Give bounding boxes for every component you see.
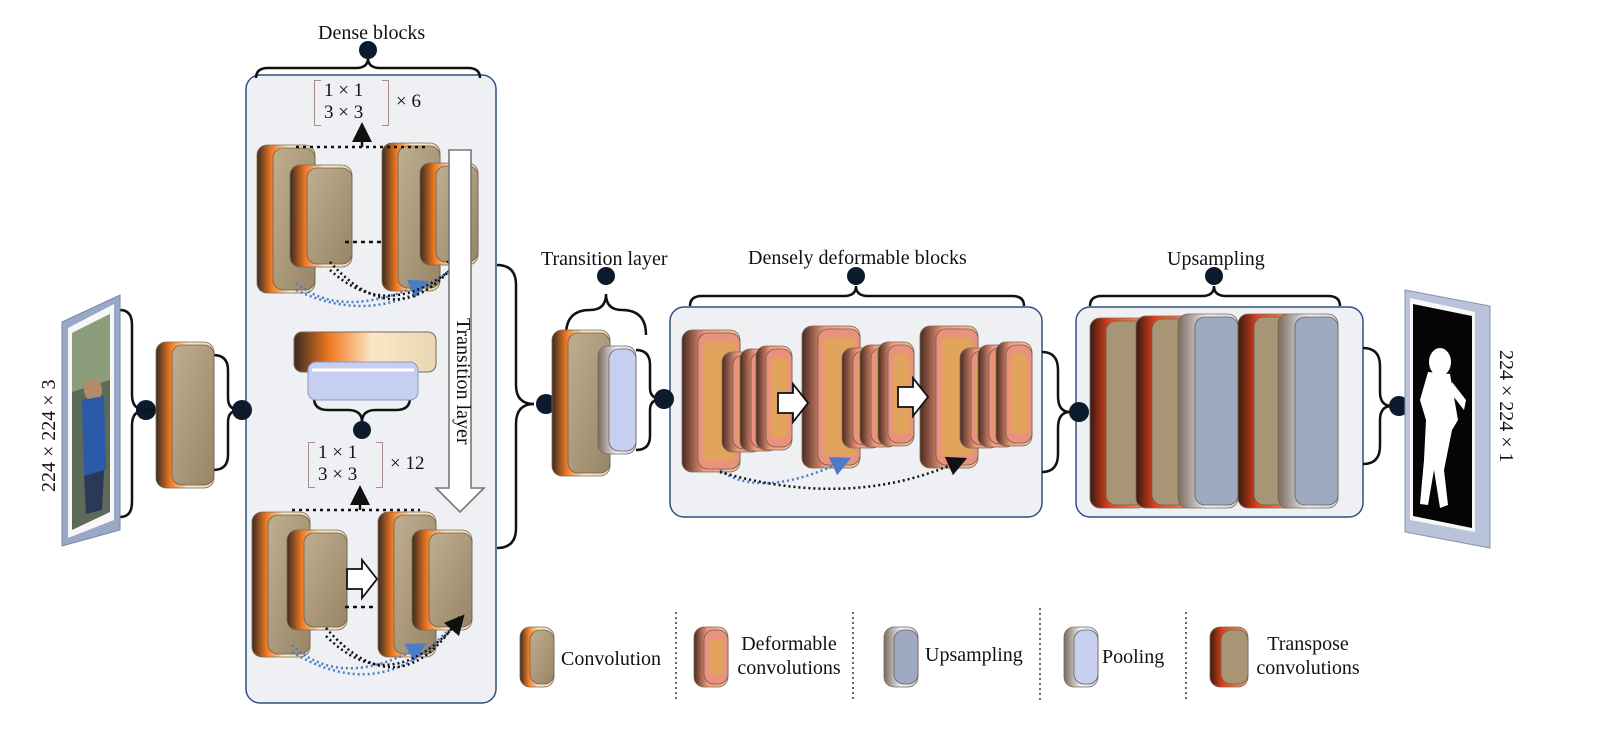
output-mask-image (1404, 289, 1491, 549)
upsampling-to-output-connector (1362, 346, 1409, 466)
deformable-block-connections (719, 456, 968, 491)
deformable-to-upsampling-connector (1041, 350, 1089, 474)
legend-transpose-swatch (1209, 626, 1249, 688)
transition-layer-title: Transition layer (541, 248, 668, 270)
dense-blocks-brace (254, 41, 482, 79)
transition-layer-vertical-label: Transition layer (452, 318, 474, 445)
transition-layer-brace (564, 267, 648, 336)
legend-convolution-swatch (519, 626, 555, 688)
dense-block-2-config: 1 × 1 3 × 3 × 12 (308, 442, 428, 488)
input-size-label: 224 × 224 × 3 (38, 379, 60, 492)
transition-to-deformable-connector (635, 348, 674, 452)
legend-upsampling-label: Upsampling (925, 644, 1023, 666)
pooling-slab (293, 331, 437, 401)
deformable-blocks-title: Densely deformable blocks (748, 247, 967, 269)
legend-upsampling-swatch (883, 626, 919, 688)
legend-separators (675, 608, 1187, 702)
dense2-right-conv-1 (411, 529, 473, 631)
legend-pooling-label: Pooling (1102, 646, 1165, 668)
upsampling-title: Upsampling (1167, 248, 1265, 270)
pooling-brace (312, 397, 412, 439)
dense1-left-conv-1 (289, 164, 353, 268)
flow-arrow-icon (346, 557, 379, 601)
layer-blocks (155, 142, 1339, 688)
dense-block-1-config: 1 × 1 3 × 3 × 6 (314, 80, 424, 126)
legend-deformable-swatch (693, 626, 729, 688)
flow-arrows (346, 375, 930, 601)
legend-pooling-swatch (1063, 626, 1099, 688)
input-connectors (119, 308, 252, 519)
dense-blocks-title: Dense blocks (318, 22, 426, 44)
transition-layer-arrow (434, 149, 486, 514)
deformable-layer-b4 (877, 341, 915, 447)
upsampling-layer-2 (1277, 313, 1339, 509)
upsampling-layer-1 (1177, 313, 1239, 509)
deformable-blocks-brace (688, 267, 1026, 307)
dense2-left-conv-1 (286, 529, 348, 631)
output-size-label: 224 × 224 × 1 (1495, 350, 1517, 463)
dense-block-1-connections (295, 122, 468, 308)
legend-convolution-label: Convolution (561, 648, 662, 670)
flow-arrow-icon (897, 375, 930, 419)
flow-arrow-icon (777, 381, 810, 425)
transition-pooling-layer (597, 345, 637, 455)
dense-to-transition-connector (496, 263, 556, 550)
input-image (61, 294, 121, 547)
upsampling-brace (1088, 267, 1342, 307)
deformable-layer-c4 (995, 341, 1033, 447)
dense-block-2-connections (291, 485, 465, 676)
input-conv-layer (155, 341, 215, 489)
